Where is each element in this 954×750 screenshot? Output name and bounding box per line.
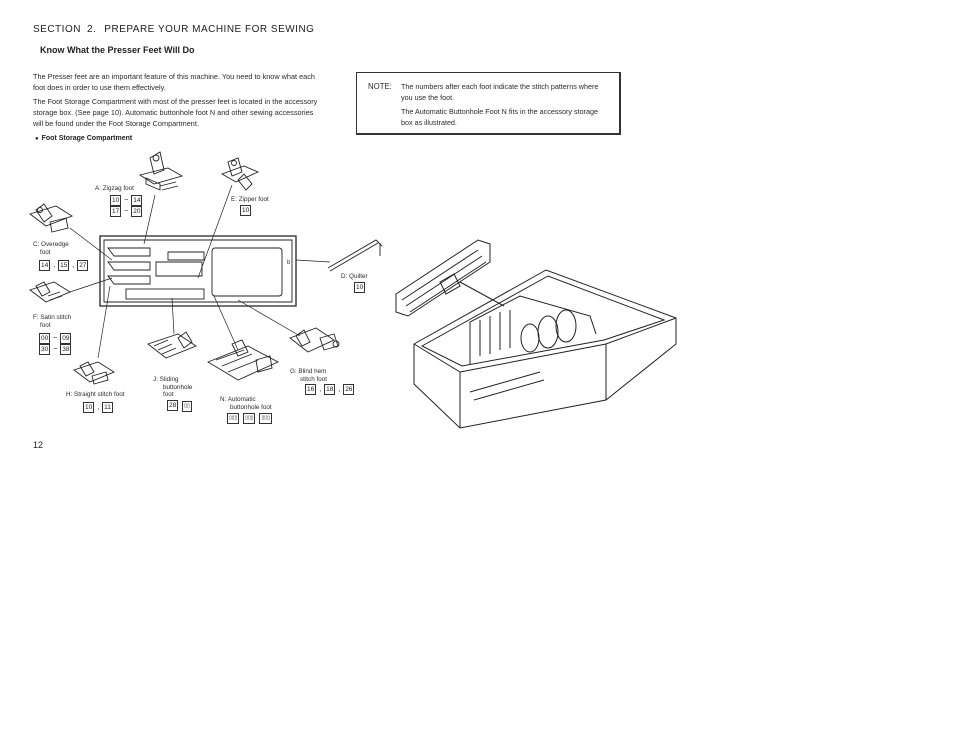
sliding-buttonhole-foot-codes: 28 ▯▯ (166, 400, 193, 412)
buttonhole-pattern-icon: ▯▯▯ (259, 413, 271, 424)
overedge-foot-label: C: Overedge foot (33, 241, 69, 256)
code-separator: , (72, 262, 74, 269)
blind-hem-foot-drawing (290, 328, 339, 352)
automatic-buttonhole-foot-drawing (208, 340, 278, 380)
buttonhole-pattern-icon: ▯▯▯ (227, 413, 239, 424)
automatic-buttonhole-label-line2: buttonhole foot (220, 404, 272, 412)
zipper-foot-drawing (222, 158, 258, 190)
pattern-code: 17 (110, 206, 121, 217)
range-separator: ~ (53, 335, 57, 342)
overedge-foot-drawing (30, 204, 72, 232)
satin-foot-label-line2: foot (33, 322, 71, 330)
pattern-code: 38 (60, 344, 71, 355)
pattern-code: 16 (305, 384, 316, 395)
quilter-drawing (328, 240, 382, 271)
satin-foot-label-line1: F: Satin stitch (33, 314, 71, 322)
code-separator: , (338, 386, 340, 393)
blind-hem-foot-label: G: Blind hem stitch foot (290, 368, 327, 383)
automatic-buttonhole-foot-codes: ▯▯▯ ▯▯▯ ▯▯▯ (226, 413, 273, 424)
zigzag-foot-drawing (140, 152, 182, 190)
pattern-code: 18 (324, 384, 335, 395)
pattern-code: 14 (131, 195, 142, 206)
straight-foot-label: H: Straight stitch foot (66, 391, 124, 399)
range-separator: ~ (124, 208, 128, 215)
pattern-code: 15 (58, 260, 69, 271)
pattern-code: 10 (83, 402, 94, 413)
sliding-buttonhole-label-line3: foot (153, 391, 192, 399)
overedge-foot-label-line1: C: Overedge (33, 241, 69, 249)
satin-foot-drawing (30, 282, 70, 302)
pattern-code: 28 (167, 400, 178, 411)
pattern-code: 26 (343, 384, 354, 395)
zipper-foot-codes: 10 (239, 205, 252, 216)
pattern-code: 11 (102, 402, 113, 413)
automatic-buttonhole-foot-label: N: Automatic buttonhole foot (220, 396, 272, 411)
pattern-code: 20 (131, 206, 142, 217)
range-separator: ~ (124, 197, 128, 204)
range-separator: ~ (53, 346, 57, 353)
automatic-buttonhole-label-line1: N: Automatic (220, 396, 272, 404)
sliding-buttonhole-foot-label: J: Sliding buttonhole foot (153, 376, 192, 399)
quilter-label: D: Quilter (341, 273, 368, 281)
pattern-code: 10 (354, 282, 365, 293)
zigzag-foot-codes-2: 17 ~ 20 (109, 206, 143, 217)
sliding-buttonhole-foot-drawing (148, 332, 196, 358)
zipper-foot-label: E: Zipper foot (231, 196, 269, 204)
overedge-foot-label-line2: foot (33, 249, 69, 257)
buttonhole-pattern-icon: ▯▯ (182, 401, 192, 412)
svg-text:b: b (287, 260, 291, 266)
accessory-storage-box (396, 240, 676, 428)
straight-foot-codes: 10 , 11 (82, 402, 114, 413)
buttonhole-pattern-icon: ▯▯▯ (243, 413, 255, 424)
overedge-foot-codes: 14 , 15 , 27 (38, 260, 89, 271)
page-number: 12 (33, 440, 43, 450)
zigzag-foot-codes-1: 10 ~ 14 (109, 195, 143, 206)
pattern-code: 14 (39, 260, 50, 271)
straight-foot-drawing (74, 362, 114, 384)
satin-foot-label: F: Satin stitch foot (33, 314, 71, 329)
satin-foot-codes-1: 00 ~ 09 (38, 333, 72, 344)
foot-storage-tray: b (100, 236, 296, 306)
pattern-code: 10 (240, 205, 251, 216)
code-separator: , (97, 404, 99, 411)
pattern-code: 27 (77, 260, 88, 271)
pattern-code: 09 (60, 333, 71, 344)
blind-hem-label-line2: stitch foot (290, 376, 327, 384)
pattern-code: 00 (39, 333, 50, 344)
satin-foot-codes-2: 30 ~ 38 (38, 344, 72, 355)
code-separator: , (53, 262, 55, 269)
zigzag-foot-label: A: Zigzag foot (95, 185, 134, 193)
blind-hem-label-line1: G: Blind hem (290, 368, 327, 376)
sliding-buttonhole-label-line2: buttonhole (153, 384, 192, 392)
sliding-buttonhole-label-line1: J: Sliding (153, 376, 192, 384)
quilter-codes: 10 (353, 282, 366, 293)
code-separator: , (319, 386, 321, 393)
blind-hem-foot-codes: 16 , 18 , 26 (304, 384, 355, 395)
pattern-code: 10 (110, 195, 121, 206)
pattern-code: 30 (39, 344, 50, 355)
